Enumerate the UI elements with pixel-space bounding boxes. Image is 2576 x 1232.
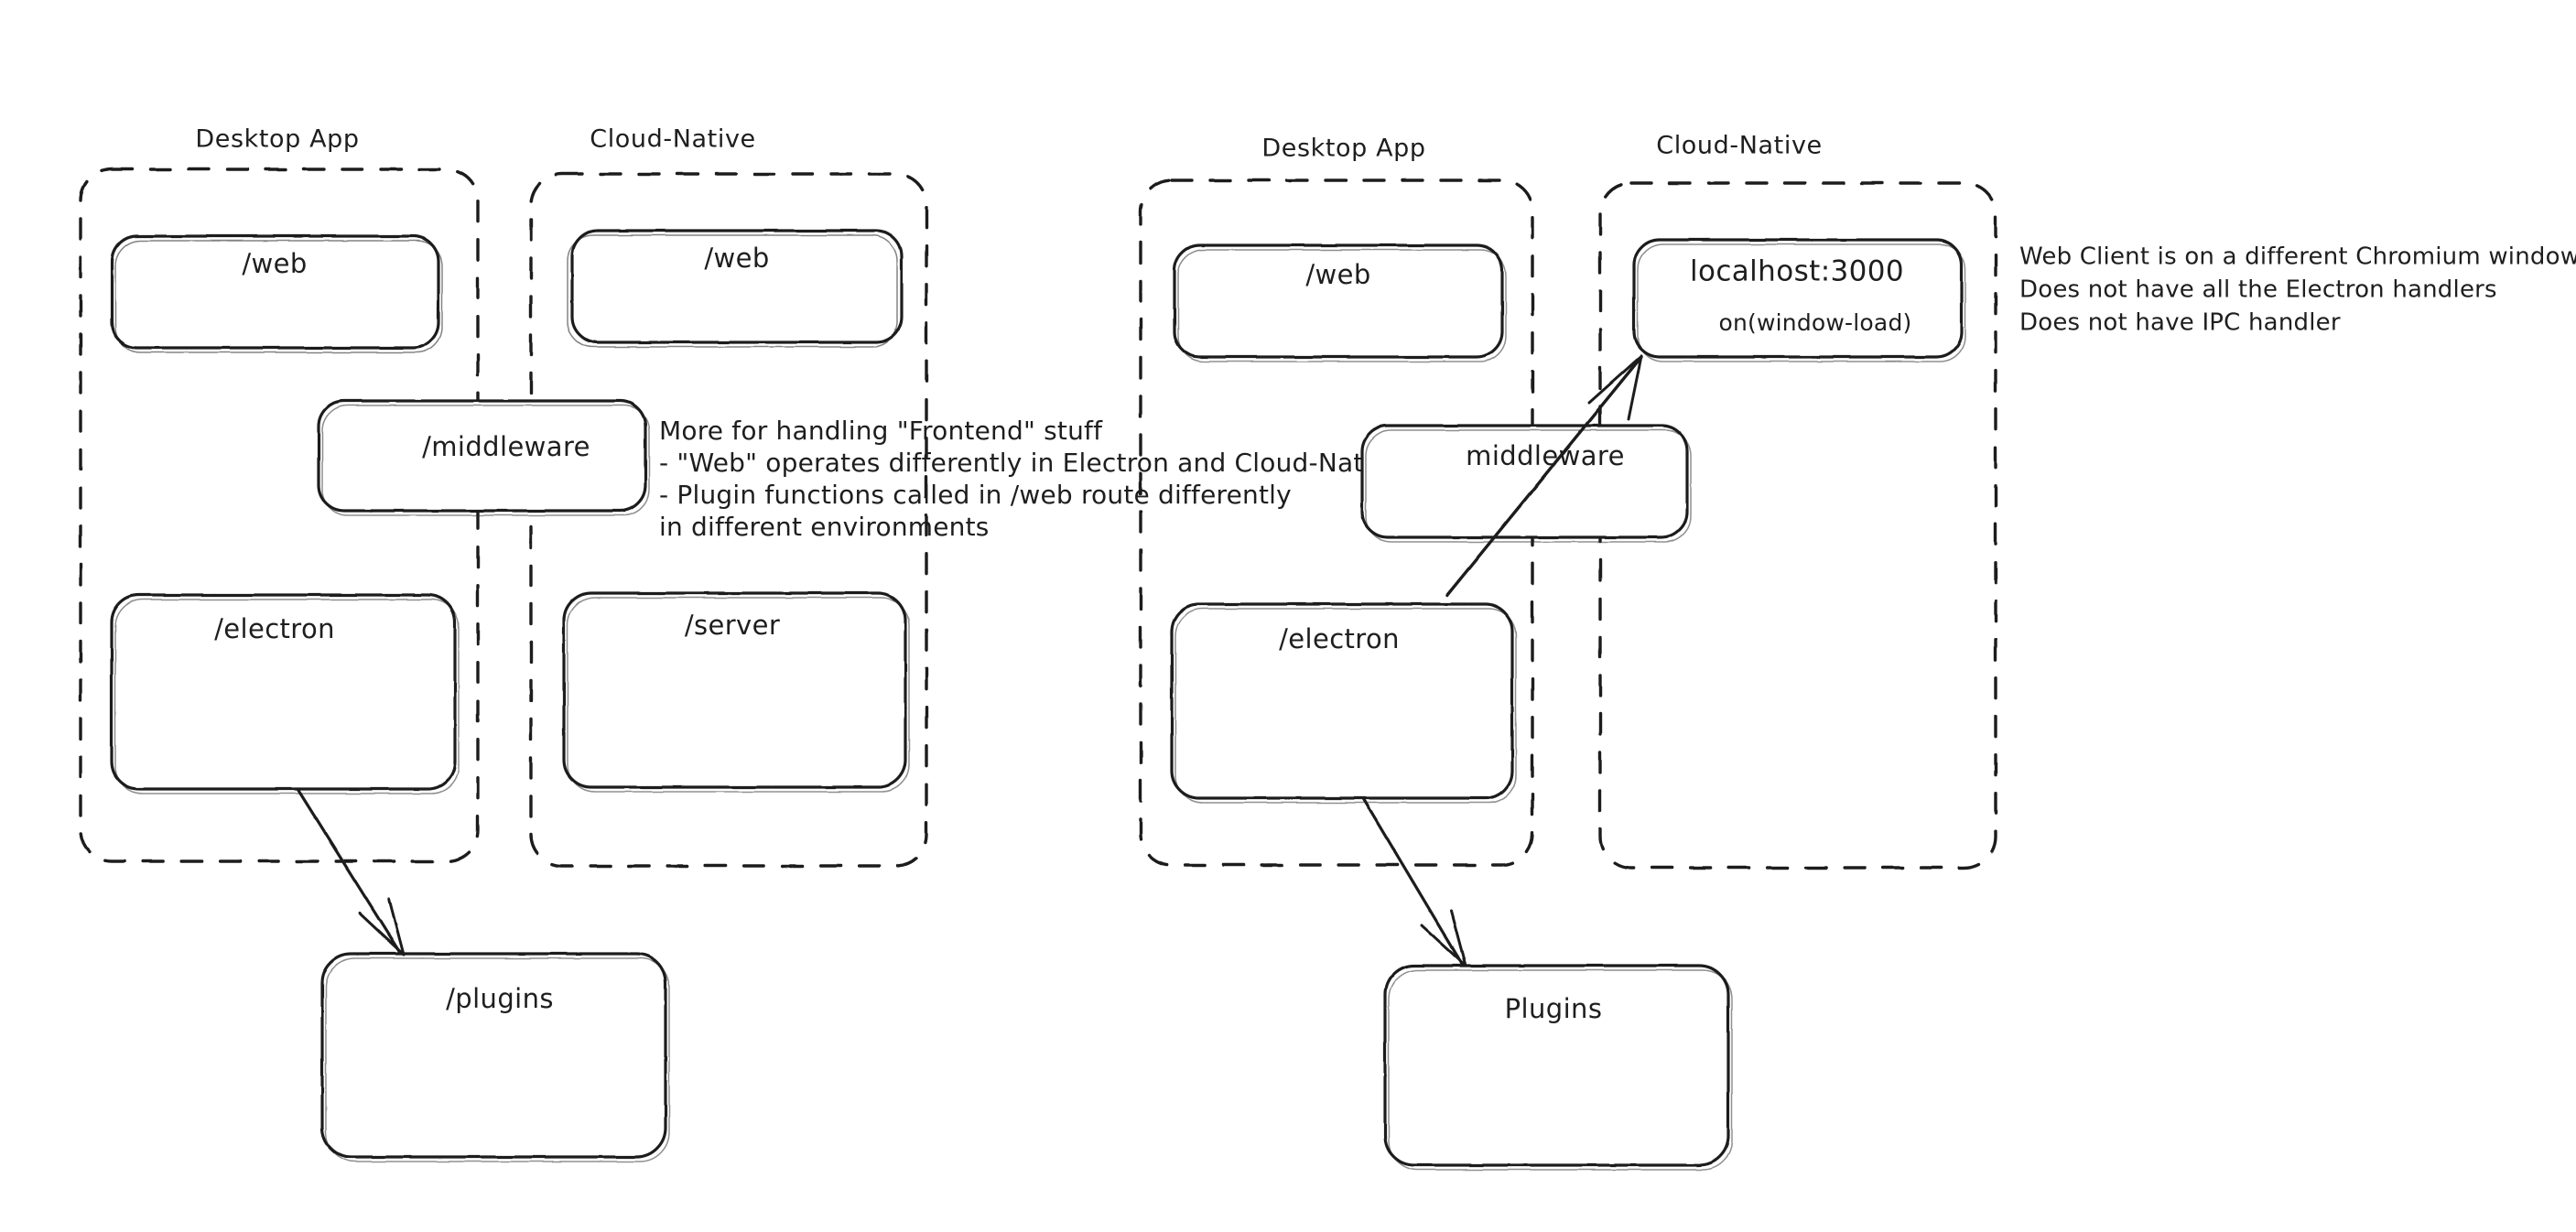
note-green-left: More for handling "Frontend" stuff - "We… <box>659 416 1402 542</box>
node-label-right-localhost: localhost:3000 <box>1690 255 1904 288</box>
node-label-left-cloud-web: /web <box>704 243 769 274</box>
node-right-desktop-web[interactable]: /web <box>1173 243 1507 362</box>
node-sublabel-right-localhost: on(window-load) <box>1719 309 1912 336</box>
left-half: Desktop App Cloud-Native /web /web <box>79 125 1402 1162</box>
node-right-plugins[interactable]: Plugins <box>1383 964 1733 1171</box>
note-red-right: Web Client is on a different Chromium wi… <box>2019 243 2576 337</box>
right-half: Desktop App Cloud-Native /web localhost:… <box>1139 132 2576 1171</box>
node-left-server[interactable]: /server <box>562 591 910 793</box>
node-right-middleware[interactable]: middleware <box>1360 424 1692 543</box>
edge-right-electron-to-plugins[interactable] <box>1361 796 1467 967</box>
edge-left-electron-to-plugins[interactable] <box>296 787 406 956</box>
edge-right-electron-to-localhost[interactable] <box>1445 354 1643 597</box>
note-red-line-3: Does not have IPC handler <box>2019 309 2341 337</box>
node-label-right-plugins: Plugins <box>1505 993 1603 1024</box>
note-red-line-1: Web Client is on a different Chromium wi… <box>2019 243 2576 271</box>
group-label-left-cloud: Cloud-Native <box>590 125 756 154</box>
note-green-line-1: More for handling "Frontend" stuff <box>659 416 1103 446</box>
group-label-right-desktop: Desktop App <box>1261 135 1425 163</box>
node-label-left-desktop-web: /web <box>242 248 307 279</box>
node-left-electron[interactable]: /electron <box>110 593 460 794</box>
node-left-desktop-web[interactable]: /web <box>110 234 443 353</box>
node-right-electron[interactable]: /electron <box>1170 602 1517 804</box>
group-label-left-desktop: Desktop App <box>195 125 359 154</box>
group-box-left-cloud[interactable] <box>529 172 928 868</box>
note-green-line-3: - Plugin functions called in /web route … <box>659 480 1292 510</box>
node-label-left-middleware: /middleware <box>422 431 590 462</box>
node-label-left-electron: /electron <box>214 613 335 644</box>
node-label-left-plugins: /plugins <box>446 983 554 1014</box>
node-label-right-electron: /electron <box>1279 623 1400 654</box>
note-green-line-4: in different environments <box>659 512 990 542</box>
node-label-right-desktop-web: /web <box>1305 259 1370 290</box>
node-left-plugins[interactable]: /plugins <box>320 952 670 1162</box>
node-label-left-server: /server <box>685 610 780 641</box>
node-left-middleware[interactable]: /middleware <box>317 399 650 516</box>
note-red-line-2: Does not have all the Electron handlers <box>2019 276 2497 304</box>
group-box-right-desktop[interactable] <box>1139 178 1534 867</box>
note-green-line-2: - "Web" operates differently in Electron… <box>659 448 1402 478</box>
node-left-cloud-web[interactable]: /web <box>567 229 904 348</box>
node-right-localhost[interactable]: localhost:3000 on(window-load) <box>1632 238 1966 362</box>
group-label-right-cloud: Cloud-Native <box>1656 132 1823 160</box>
node-label-right-middleware: middleware <box>1466 440 1625 471</box>
